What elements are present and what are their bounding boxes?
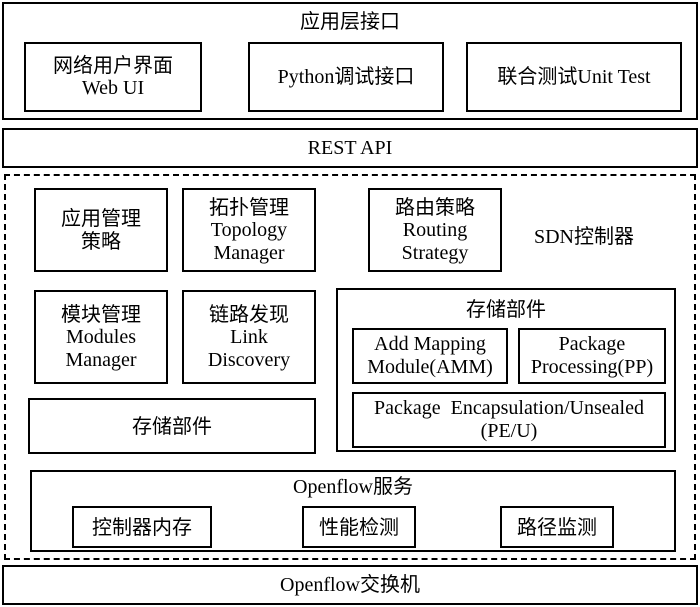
python-debug-box: Python调试接口 — [248, 42, 444, 112]
storage-left-box: 存储部件 — [28, 398, 316, 454]
routing-en2-label: Strategy — [401, 241, 469, 264]
path-monitor-label: 路径监测 — [517, 514, 597, 539]
amm-line2: Module(AMM) — [367, 356, 493, 378]
app-mgmt-line1: 应用管理 — [61, 206, 141, 230]
routing-zh-label: 路由策略 — [395, 194, 475, 219]
topology-en1-label: Topology — [210, 218, 288, 241]
storage-left-label: 存储部件 — [132, 413, 212, 438]
link-en2-label: Discovery — [207, 348, 291, 371]
python-debug-label: Python调试接口 — [277, 65, 415, 88]
web-ui-en-label: Web UI — [81, 77, 145, 99]
modules-en1-label: Modules — [66, 325, 136, 348]
storage-right-title: 存储部件 — [466, 297, 546, 321]
app-layer-title: 应用层接口 — [300, 9, 400, 33]
sdn-controller-title: SDN控制器 — [533, 226, 634, 248]
modules-en2-label: Manager — [65, 348, 137, 371]
unit-test-label: 联合测试Unit Test — [497, 65, 651, 88]
openflow-switch-label: Openflow交换机 — [280, 573, 420, 596]
topology-zh-label: 拓扑管理 — [209, 194, 289, 219]
sdn-controller-container — [4, 174, 696, 560]
modules-manager-box: 模块管理 Modules Manager — [34, 290, 168, 384]
amm-line1: Add Mapping — [374, 333, 486, 355]
app-mgmt-box: 应用管理 策略 — [34, 188, 168, 272]
link-discovery-box: 链路发现 Link Discovery — [182, 290, 316, 384]
openflow-service-title: Openflow服务 — [293, 476, 413, 498]
controller-memory-label: 控制器内存 — [92, 514, 192, 539]
routing-strategy-box: 路由策略 Routing Strategy — [368, 188, 502, 272]
web-ui-box: 网络用户界面 Web UI — [24, 42, 202, 112]
link-en1-label: Link — [230, 325, 268, 348]
rest-api-box: REST API — [2, 128, 698, 168]
controller-memory-box: 控制器内存 — [72, 506, 212, 548]
web-ui-zh-label: 网络用户界面 — [53, 53, 173, 77]
performance-detection-label: 性能检测 — [319, 514, 399, 539]
unit-test-box: 联合测试Unit Test — [466, 42, 682, 112]
path-monitor-box: 路径监测 — [500, 506, 614, 548]
topology-en2-label: Manager — [213, 241, 285, 264]
openflow-switch-box: Openflow交换机 — [2, 565, 698, 605]
pp-line1: Package — [558, 333, 626, 355]
app-mgmt-line2: 策略 — [81, 229, 121, 253]
performance-detection-box: 性能检测 — [302, 506, 416, 548]
peu-box: Package Encapsulation/Unsealed (PE/U) — [352, 392, 666, 448]
pp-line2: Processing(PP) — [530, 356, 654, 378]
link-zh-label: 链路发现 — [209, 301, 289, 326]
rest-api-label: REST API — [307, 136, 393, 159]
topology-manager-box: 拓扑管理 Topology Manager — [182, 188, 316, 272]
peu-line1: Package Encapsulation/Unsealed — [374, 397, 644, 419]
peu-line2: (PE/U) — [480, 420, 538, 442]
modules-zh-label: 模块管理 — [61, 301, 141, 326]
pp-box: Package Processing(PP) — [518, 328, 666, 384]
amm-box: Add Mapping Module(AMM) — [352, 328, 508, 384]
routing-en1-label: Routing — [402, 218, 468, 241]
